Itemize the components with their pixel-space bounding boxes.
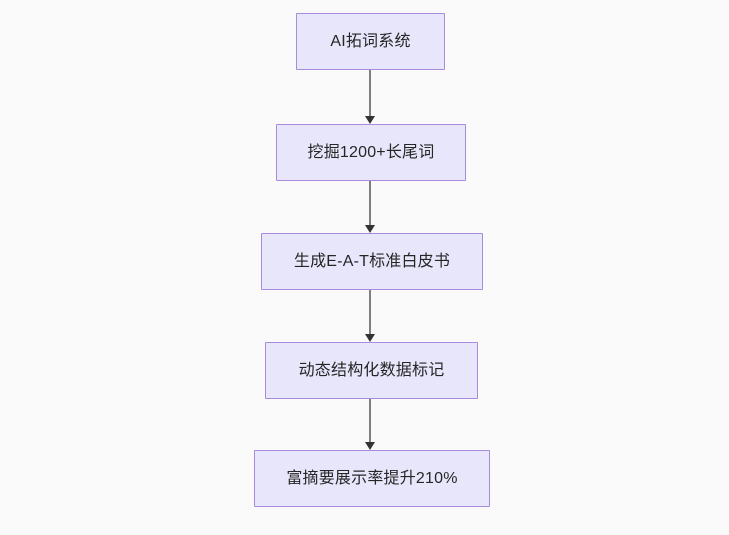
arrowhead-icon	[365, 225, 375, 233]
flow-node-label: 动态结构化数据标记	[298, 361, 445, 379]
flow-node-label: 挖掘1200+长尾词	[307, 143, 435, 161]
arrowhead-icon	[365, 116, 375, 124]
flow-node-label: AI拓词系统	[330, 32, 411, 50]
edge-node4-to-node5	[365, 399, 375, 450]
flow-node-ai-keyword-system[interactable]: AI拓词系统	[296, 13, 445, 70]
flow-node-generate-eat-whitepaper[interactable]: 生成E-A-T标准白皮书	[261, 233, 483, 290]
flow-node-rich-snippet-impression-uplift[interactable]: 富摘要展示率提升210%	[254, 450, 490, 507]
arrowhead-icon	[365, 442, 375, 450]
arrowhead-icon	[365, 334, 375, 342]
flow-node-dynamic-structured-data-markup[interactable]: 动态结构化数据标记	[265, 342, 478, 399]
edge-line	[369, 70, 371, 117]
edge-node2-to-node3	[365, 181, 375, 233]
edge-node1-to-node2	[365, 70, 375, 124]
edge-line	[369, 290, 371, 335]
edge-line	[369, 399, 371, 443]
edge-line	[369, 181, 371, 226]
flow-node-mine-longtail-keywords[interactable]: 挖掘1200+长尾词	[276, 124, 466, 181]
edge-node3-to-node4	[365, 290, 375, 342]
flow-node-label: 富摘要展示率提升210%	[286, 469, 458, 487]
flow-node-label: 生成E-A-T标准白皮书	[293, 252, 451, 270]
